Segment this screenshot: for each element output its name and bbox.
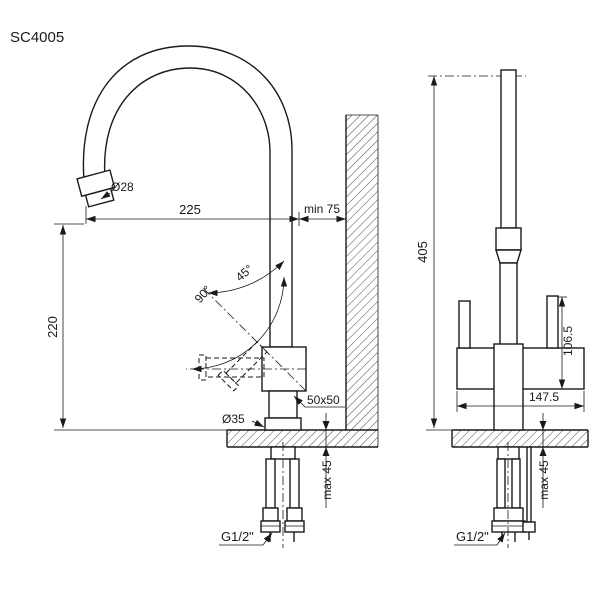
dim-base-diameter-label: Ø35 (222, 412, 245, 426)
dim-body-section-label: 50x50 (307, 393, 340, 407)
right-lever (546, 295, 559, 349)
dim-handle-angle-label: 45° (233, 262, 256, 285)
countertop-section-front (451, 429, 589, 448)
model-number: SC4005 (10, 29, 64, 46)
wall-section (345, 114, 379, 447)
dim-body-width-label: 147.5 (529, 390, 559, 404)
dim-height-label: 220 (45, 316, 60, 338)
front-view: 405 106.5 147.5 max 45 G1/2" (415, 69, 589, 548)
dim-counter-thickness-front-label: max 45 (537, 460, 551, 500)
left-arm (456, 347, 501, 390)
countertop-section (226, 429, 378, 448)
swivel-collar (495, 227, 522, 251)
dim-wall-distance-label: min 75 (304, 202, 340, 216)
supply-hoses-front (491, 446, 536, 542)
dim-spout-diameter-label: Ø28 (111, 180, 134, 194)
dim-reach-label: 225 (179, 202, 201, 217)
supply-hoses (260, 446, 305, 542)
dim-thread-label: G1/2" (221, 529, 254, 544)
spout-tube (500, 69, 517, 229)
collar-taper (495, 249, 522, 264)
base-neck (268, 390, 298, 419)
center-column (493, 343, 524, 431)
left-lever (458, 300, 471, 349)
side-view: Ø28 225 min 75 220 90° 45° Ø35 50 (45, 45, 379, 548)
dim-counter-thickness-label: max 45 (320, 460, 334, 500)
right-arm (516, 347, 585, 390)
faucet-front (428, 69, 585, 548)
dim-thread-front-label: G1/2" (456, 529, 489, 544)
gooseneck-spout (82, 45, 293, 348)
dim-handle-height-label: 106.5 (561, 326, 575, 356)
base-flange (264, 417, 302, 431)
dimensions-front: 405 106.5 147.5 max 45 G1/2" (415, 76, 585, 546)
dim-total-height-label: 405 (415, 241, 430, 263)
upper-column (499, 262, 518, 349)
dim-swivel-angle-label: 90° (192, 283, 215, 306)
